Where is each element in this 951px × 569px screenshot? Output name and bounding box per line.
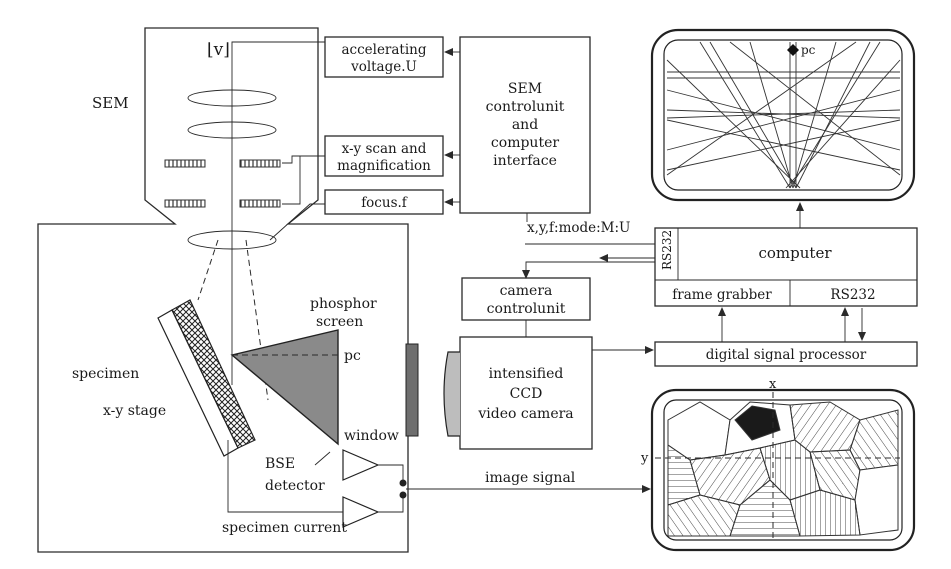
scan-coil-right-1 [239, 159, 281, 168]
screen-label: screen [316, 314, 363, 330]
bse-amplifier [342, 449, 380, 481]
camera-control-line1: camera [500, 283, 553, 299]
focus-label: focus.f [361, 195, 408, 211]
scan-link-2 [282, 156, 301, 205]
rs232-label: RS232 [830, 287, 875, 303]
beam-cone-left [197, 239, 219, 301]
computer-label: computer [759, 244, 833, 262]
sem-label: SEM [92, 94, 129, 112]
sem-control-unit-box [459, 36, 591, 214]
specimen-label: specimen [72, 366, 139, 382]
x-label: x [769, 377, 777, 392]
focus-link [269, 203, 325, 241]
ccd-camera-box [459, 336, 593, 450]
cu-line4: computer [491, 135, 559, 151]
specimen-sample [171, 299, 256, 449]
dsp-label: digital signal processor [706, 347, 867, 363]
focus-box [324, 189, 444, 215]
image-signal-label: image signal [485, 470, 576, 486]
specimen-current-label: specimen current [222, 520, 347, 536]
computer-to-camera-control [522, 261, 655, 279]
camera-control-line2: controlunit [487, 301, 566, 317]
camera-line2: CCD [510, 386, 543, 402]
scan-coil-right-2 [239, 199, 281, 208]
current-wire [378, 498, 404, 513]
stage-label: x-y stage [103, 403, 166, 419]
cu-line2: controlunit [486, 99, 565, 115]
monitor-pc-label: pc [801, 43, 816, 57]
accel-link [231, 41, 325, 48]
bus-label: x,y,f:mode:M:U [527, 220, 630, 236]
specimen-current-wire [227, 440, 343, 513]
scan-coil-left-1 [164, 159, 206, 168]
cu-line1: SEM [508, 81, 542, 97]
xy-line2: magnification [337, 158, 431, 174]
camera-control-box [461, 277, 591, 321]
phosphor-label: phosphor [310, 296, 377, 312]
camera-line3: video camera [477, 406, 573, 422]
kikuchi-monitor: pc [650, 28, 916, 202]
scan-coil-left-2 [164, 199, 206, 208]
y-label: y [640, 451, 649, 466]
cu-line3: and [512, 117, 538, 133]
kikuchi-bands [666, 41, 901, 189]
phosphor-screen [230, 329, 339, 446]
camera-line1: intensified [489, 366, 564, 382]
sem-microscope [37, 27, 419, 553]
detector-label: detector [265, 478, 325, 494]
specimen-current-amplifier [342, 496, 380, 528]
sem-outline [37, 27, 409, 553]
chamber-window [405, 343, 419, 437]
junction-dot-2 [399, 491, 407, 499]
beam-symbol: ⌊v⌋ [207, 40, 230, 60]
junction-dot-1 [399, 479, 407, 487]
pattern-center-marker [787, 44, 799, 56]
xy-scan-box [324, 135, 444, 177]
xy-line1: x-y scan and [342, 141, 427, 157]
rs232-side-label: RS232 [660, 230, 674, 270]
bse-detector-plate [314, 451, 331, 466]
frame-grabber-label: frame grabber [672, 287, 772, 303]
orientation-map-monitor: x y [640, 377, 916, 552]
camera-lens [443, 351, 460, 437]
bse-wire [378, 464, 404, 480]
accel-line1: accelerating [341, 42, 426, 58]
accelerating-voltage-box [324, 36, 444, 78]
cu-line5: interface [493, 153, 557, 169]
accel-line2: voltage.U [350, 59, 417, 75]
bse-label: BSE [265, 456, 295, 472]
grain-map [667, 401, 899, 537]
pc-label: pc [344, 348, 361, 364]
dsp-box [654, 341, 918, 367]
monitor-top-screen [663, 39, 903, 191]
computer-box [654, 227, 918, 307]
scan-link-1 [282, 155, 325, 164]
window-label: window [344, 428, 399, 444]
